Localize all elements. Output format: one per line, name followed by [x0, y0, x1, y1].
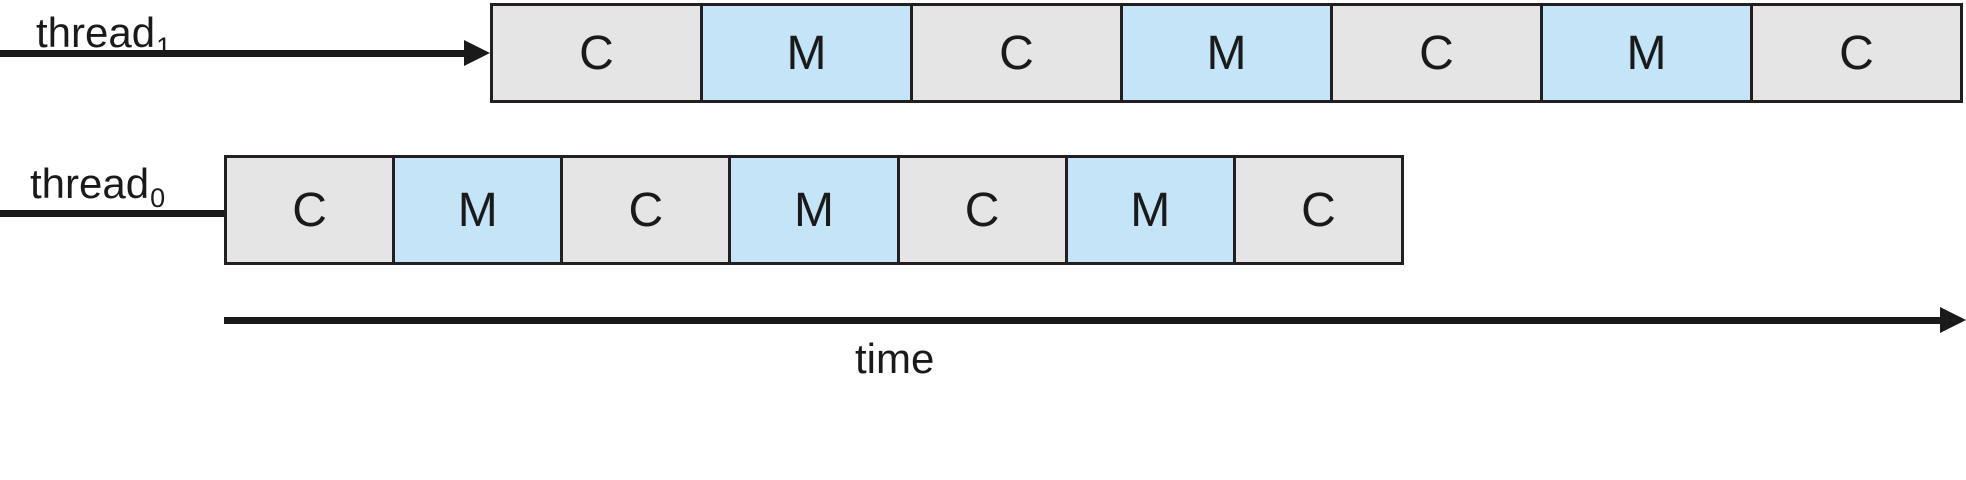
thread0-cell-5-memory: M — [1067, 158, 1236, 262]
thread0-cell-1-memory: M — [395, 158, 564, 262]
cell-label: M — [786, 26, 827, 80]
cell-label: M — [1626, 26, 1667, 80]
cell-label: C — [292, 183, 327, 237]
thread0-cell-4-compute: C — [899, 158, 1068, 262]
cell-label: C — [1419, 26, 1454, 80]
cell-label: C — [999, 26, 1034, 80]
thread0-cell-2-compute: C — [563, 158, 732, 262]
cell-label: C — [964, 183, 1000, 237]
cell-label: C — [1839, 26, 1874, 80]
thread0-cell-0-compute: C — [227, 158, 396, 262]
arrow-head — [464, 40, 490, 66]
arrow-shaft — [224, 317, 1940, 324]
cell-label: C — [579, 26, 614, 80]
time-axis-arrow — [224, 307, 1966, 333]
thread0-cell-3-memory: M — [731, 158, 900, 262]
thread1-entry-arrow — [0, 40, 490, 66]
cell-label: M — [457, 183, 498, 237]
thread1-cell-0-compute: C — [493, 6, 703, 100]
time-axis-label: time — [855, 335, 935, 382]
cell-label: M — [794, 183, 834, 237]
cell-label: C — [1301, 183, 1336, 237]
thread1-cell-5-memory: M — [1543, 6, 1753, 100]
thread0-label-subscript: 0 — [150, 183, 166, 213]
thread0-label: thread0 — [30, 160, 165, 212]
thread1-cell-4-compute: C — [1333, 6, 1543, 100]
cell-label: M — [1206, 26, 1247, 80]
thread1-cell-2-compute: C — [913, 6, 1123, 100]
arrow-shaft — [0, 210, 252, 217]
arrow-shaft — [0, 50, 464, 57]
thread1-cell-3-memory: M — [1123, 6, 1333, 100]
cell-label: C — [628, 183, 664, 237]
arrow-head — [1940, 307, 1966, 333]
thread0-label-base: thread — [30, 160, 150, 207]
thread1-cell-6-compute: C — [1753, 6, 1960, 100]
thread1-label-base: thread — [36, 9, 156, 56]
cell-label: M — [1130, 183, 1171, 237]
thread1-cell-1-memory: M — [703, 6, 913, 100]
thread0-cell-6-compute: C — [1235, 158, 1401, 262]
